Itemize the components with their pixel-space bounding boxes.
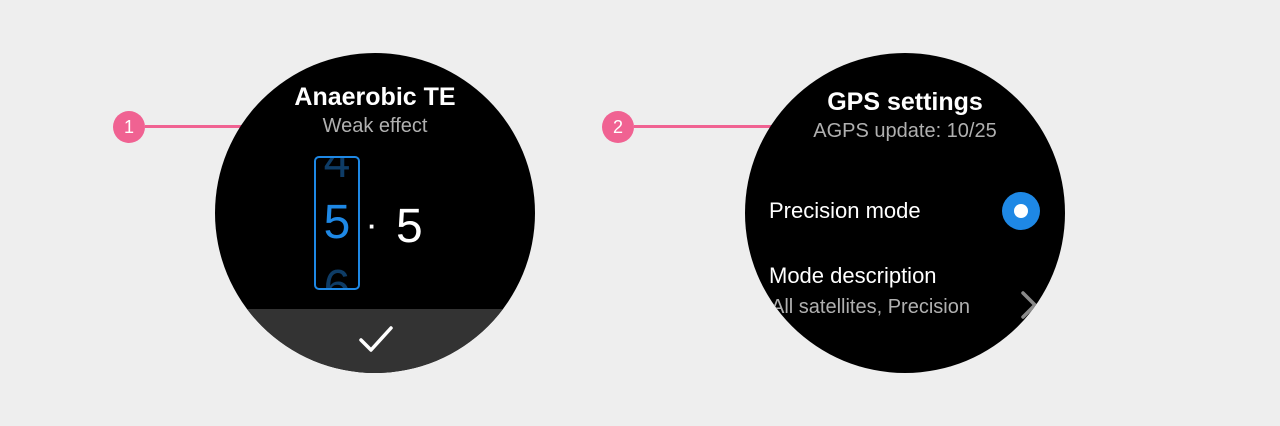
watch-screen-picker: Anaerobic TE Weak effect 4 5 6 · 5 <box>215 53 535 373</box>
picker-previous-value: 4 <box>323 156 351 188</box>
precision-mode-radio[interactable] <box>1002 192 1040 230</box>
picker-decimal-value[interactable]: 5 <box>396 200 423 253</box>
screen-title: Anaerobic TE <box>294 83 456 111</box>
mode-description-label[interactable]: Mode description <box>769 263 937 288</box>
mode-description-sub: All satellites, Precision at <box>771 296 970 342</box>
callout-badge-1: 1 <box>113 111 145 143</box>
screen-subtitle: AGPS update: 10/25 <box>813 120 997 142</box>
watch-screen-gps-settings: GPS settings AGPS update: 10/25 Precisio… <box>745 53 1065 373</box>
digit-picker[interactable]: 4 5 6 <box>314 156 360 290</box>
picker-current-value: 5 <box>323 196 351 249</box>
picker-next-value: 6 <box>323 261 351 290</box>
screen-title: GPS settings <box>827 88 983 116</box>
radio-selected-dot <box>1014 204 1028 218</box>
screen-subtitle: Weak effect <box>322 115 428 137</box>
decimal-separator: · <box>368 211 377 241</box>
callout-badge-2: 2 <box>602 111 634 143</box>
callout-line-2 <box>634 125 799 128</box>
callout-line-1 <box>145 125 308 128</box>
checkmark-icon <box>359 326 393 352</box>
confirm-button[interactable] <box>215 309 535 373</box>
chevron-right-icon[interactable] <box>1019 289 1039 321</box>
precision-mode-label[interactable]: Precision mode <box>769 198 921 223</box>
